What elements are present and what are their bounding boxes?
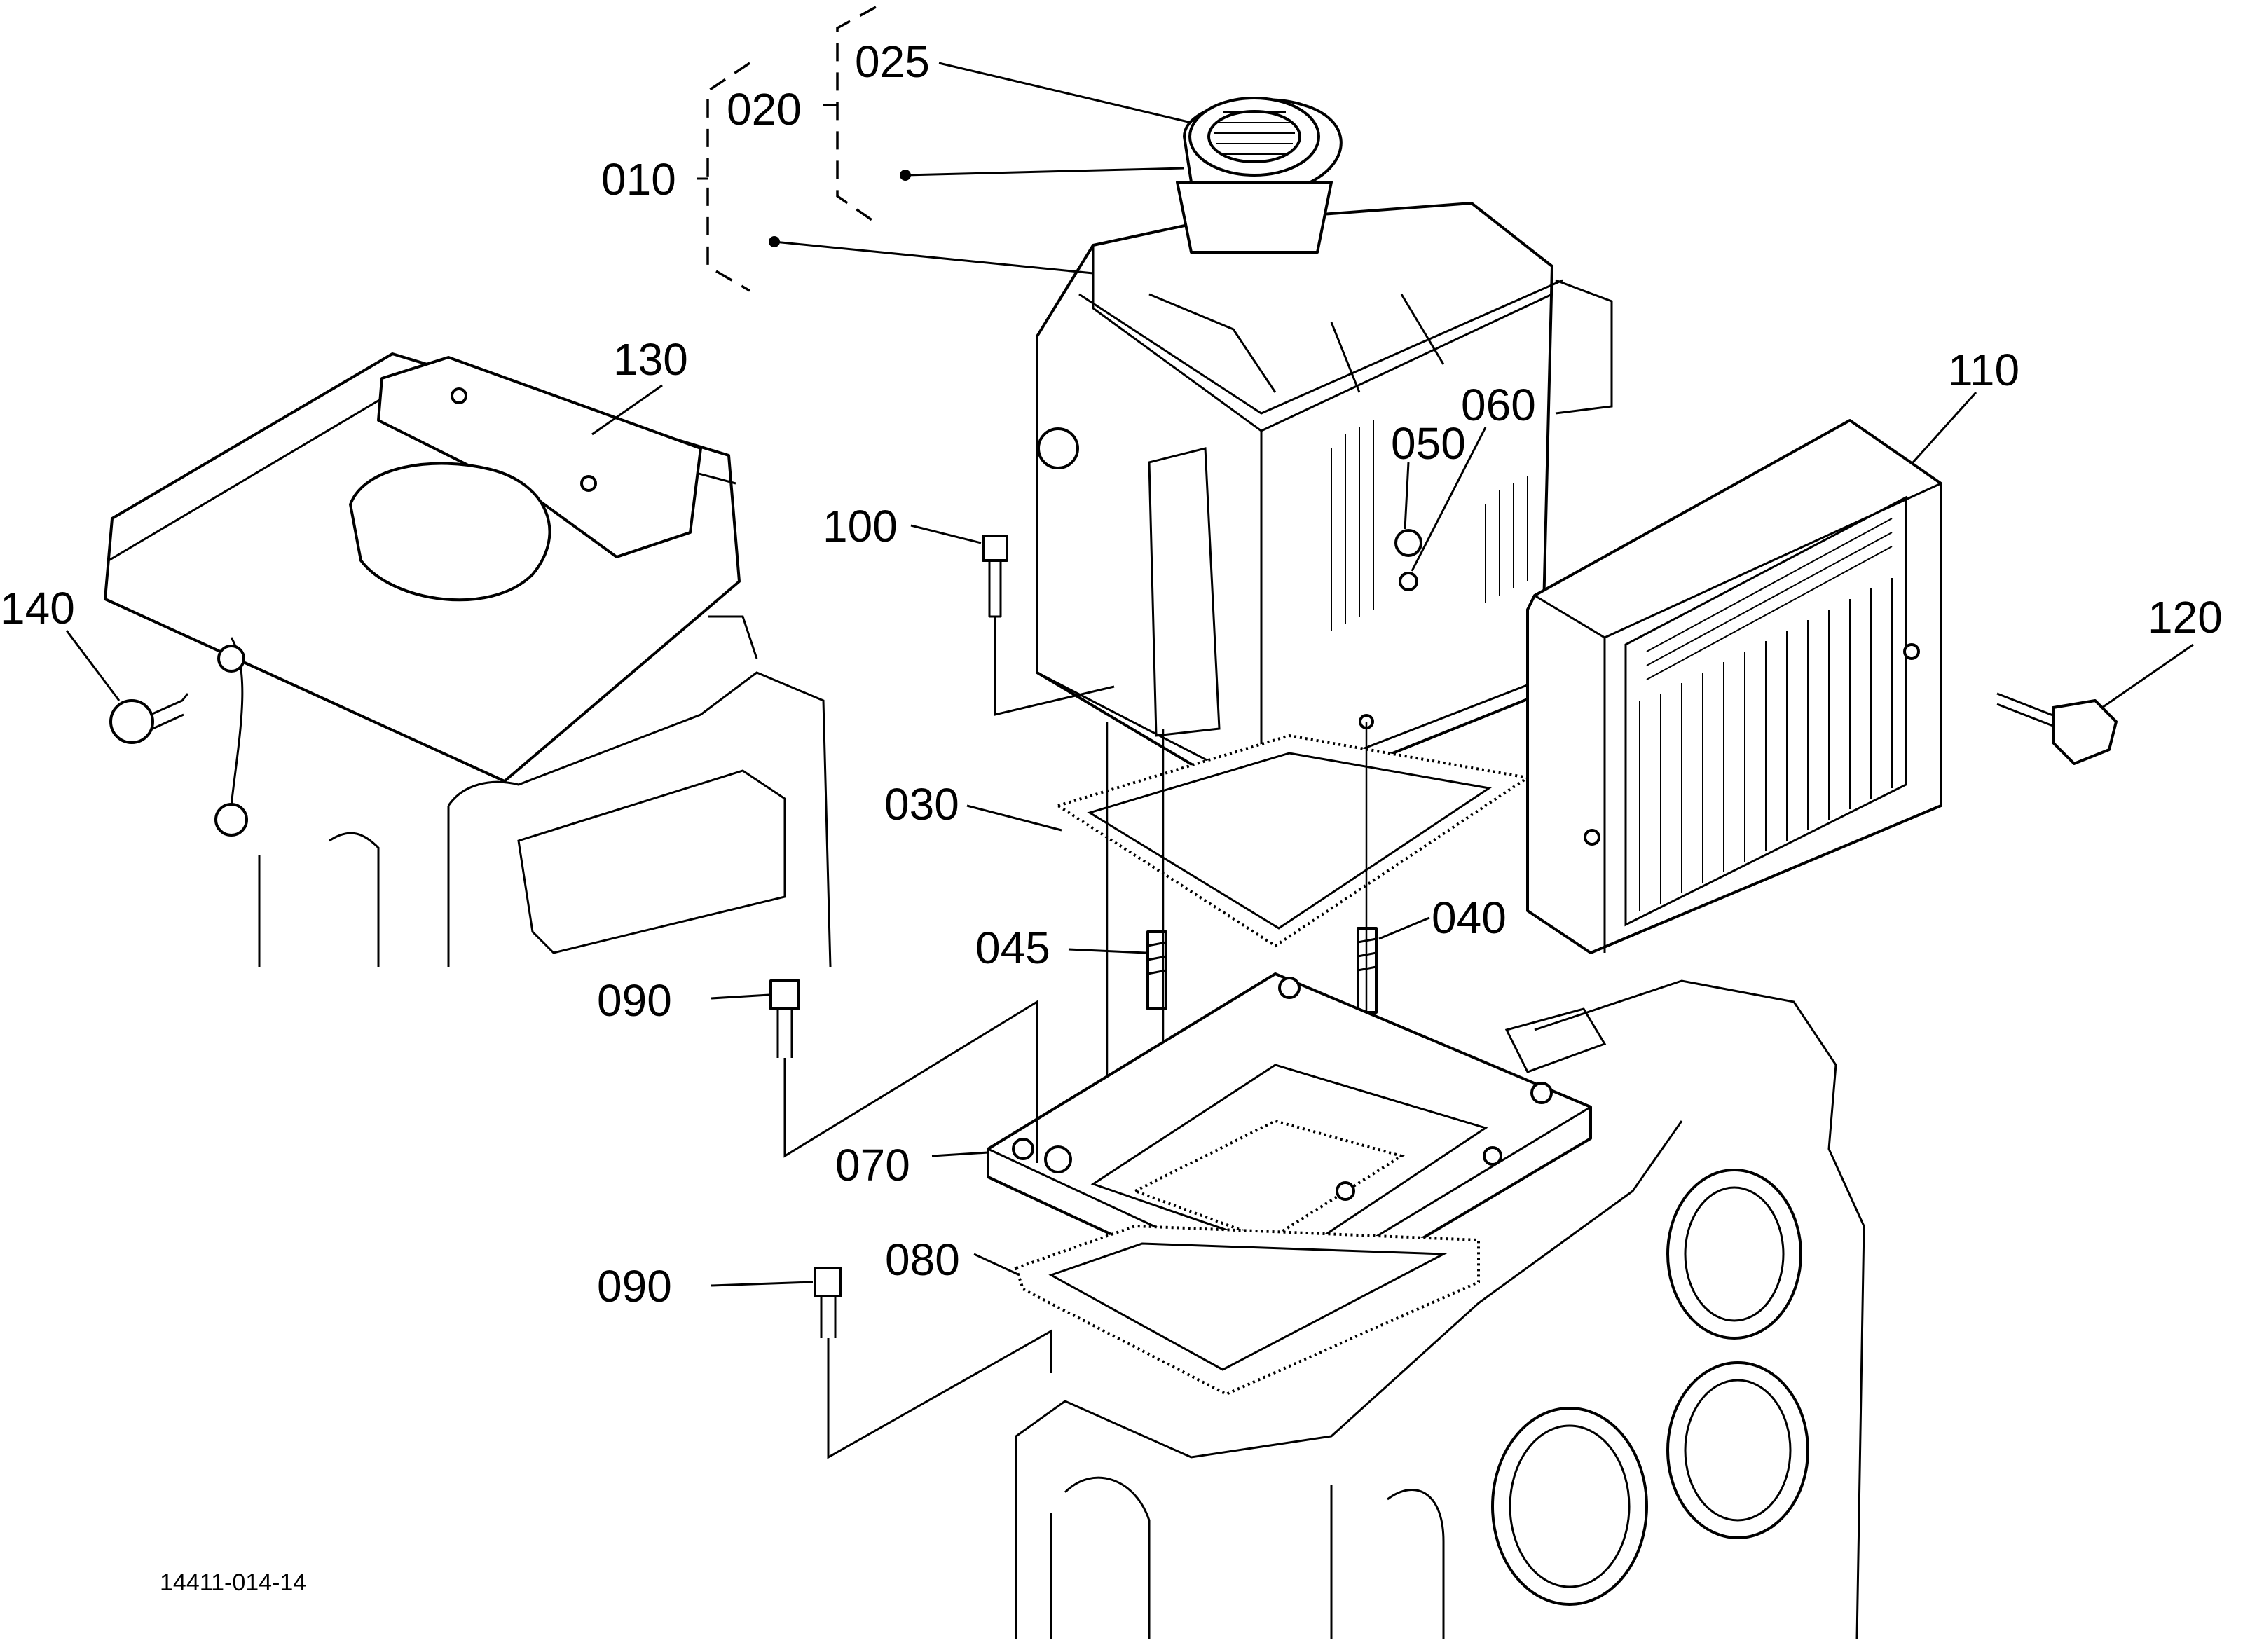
callout-045: 045 (975, 923, 1050, 973)
callout-090-upper: 090 (597, 975, 672, 1026)
callout-020: 020 (727, 84, 802, 135)
callout-060: 060 (1461, 380, 1536, 430)
grille-110-part (1526, 419, 1942, 954)
callout-110: 110 (1948, 345, 2019, 395)
callout-010: 010 (601, 154, 676, 205)
tank-part (1036, 202, 1613, 807)
callout-050: 050 (1391, 418, 1466, 469)
callout-120: 120 (2148, 592, 2223, 642)
bolt-140-part (109, 645, 248, 837)
bolt-090-upper-part (769, 979, 1038, 1163)
callout-070: 070 (835, 1140, 910, 1190)
bolt-100-part (982, 535, 1115, 716)
gasket-080-part (1014, 1224, 1480, 1396)
leader-lines (65, 62, 2194, 1287)
bracket-010 (706, 62, 750, 292)
callout-140: 140 (0, 583, 75, 633)
bolt-090-lower-part (814, 1267, 1052, 1459)
bracket-020 (836, 6, 877, 224)
callout-080: 080 (885, 1234, 960, 1285)
callout-100: 100 (823, 501, 898, 551)
cover-plate-part (104, 352, 741, 783)
document-id: 14411-014-14 (160, 1569, 306, 1596)
transmission-housing-part (1015, 979, 1865, 1640)
callout-090-lower: 090 (597, 1261, 672, 1312)
knob-120-part (1996, 692, 2118, 765)
callout-030: 030 (884, 779, 959, 830)
callout-130: 130 (613, 334, 688, 385)
callout-025: 025 (855, 36, 930, 87)
tank-cap-part (1176, 97, 1343, 254)
callout-040: 040 (1432, 893, 1507, 943)
